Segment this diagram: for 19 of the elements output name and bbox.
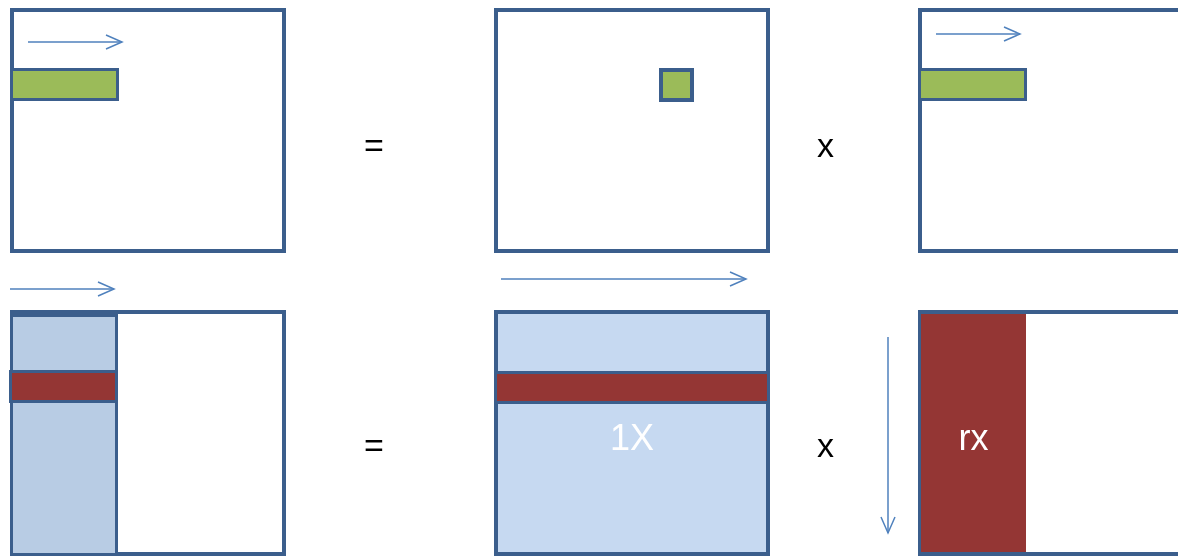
matrix-label: 1X (610, 420, 654, 456)
matrix-label: rx (958, 420, 989, 456)
matrix-box (494, 310, 770, 556)
highlighted-column (10, 314, 118, 556)
highlighted-row (9, 370, 118, 403)
matrix-box (10, 310, 286, 556)
matrix-box (494, 8, 770, 253)
highlighted-column (921, 314, 1026, 552)
highlighted-row (494, 371, 770, 404)
operator-sign: = (364, 128, 384, 162)
operator-sign: x (817, 428, 834, 462)
matrix-box (918, 8, 1178, 253)
operator-sign: x (817, 128, 834, 162)
highlighted-row (10, 68, 119, 101)
highlighted-element (659, 68, 694, 102)
matrix-box (10, 8, 286, 253)
matrix-box (918, 310, 1178, 556)
highlighted-row (918, 68, 1027, 101)
operator-sign: = (364, 428, 384, 462)
